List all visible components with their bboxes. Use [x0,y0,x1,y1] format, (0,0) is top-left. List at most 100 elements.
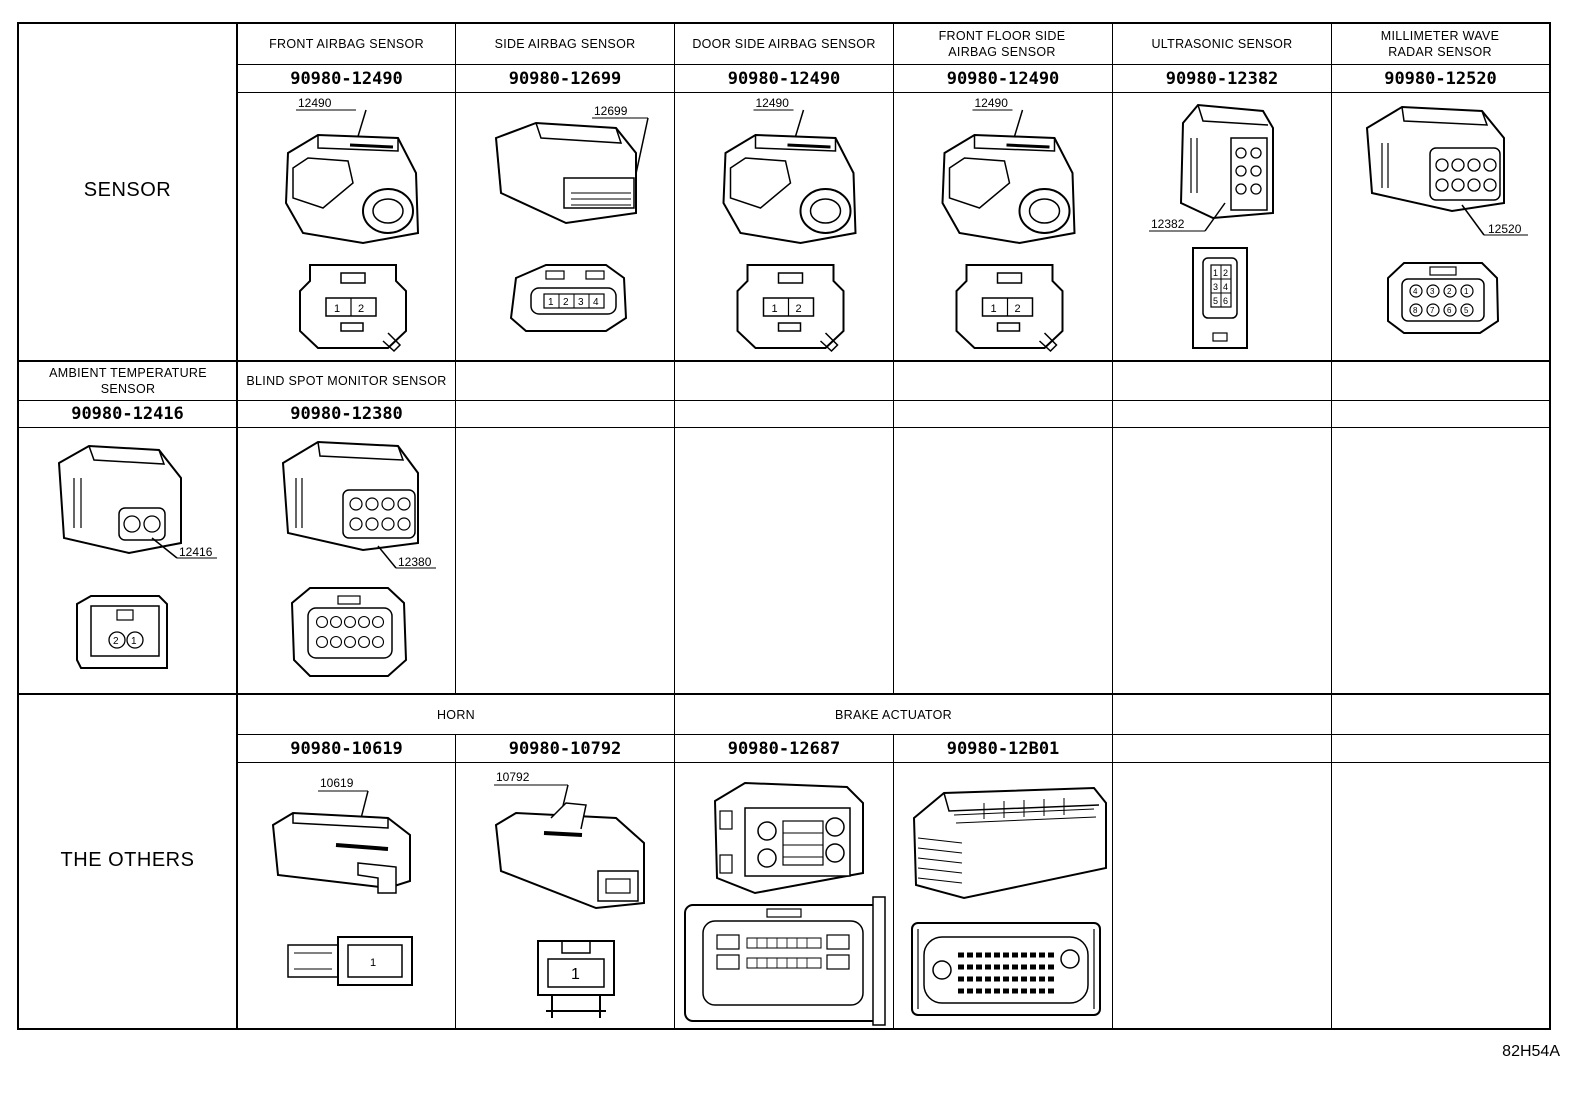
pin-label: 1 [370,957,376,969]
pin-label: 1 [131,636,137,647]
connector-drawing-side-airbag: 12699 1 2 3 4 [456,93,674,360]
part-number: 90980-12699 [508,68,622,89]
connector-multipin-svg [684,781,886,1026]
sensor-label-blind-spot-monitor: BLIND SPOT MONITOR SENSOR [246,374,447,388]
sensor-label-side-airbag: SIDE AIRBAG SENSOR [494,37,636,51]
row-divider [236,64,1551,65]
part-number: 90980-12490 [290,68,403,89]
callout-label: 12699 [594,104,628,118]
sensor-label-door-side-airbag: DOOR SIDE AIRBAG SENSOR [692,37,876,51]
pin-label: 2 [358,303,364,315]
pin-label: 2 [113,636,119,647]
connector-2pin-round-svg: 12416 2 1 [57,444,217,669]
pin-label: 1 [1464,287,1469,296]
col-divider [893,22,894,694]
part-number: 90980-10619 [290,738,403,759]
connector-drawing-ultrasonic: 12382 1 2 3 4 5 6 [1113,93,1331,360]
col-divider [1112,22,1113,1030]
connector-12pin-svg: 12380 [281,440,436,677]
part-number: 90980-12490 [946,68,1060,89]
connector-drawing-brake-actuator-12B01 [894,763,1112,1028]
col-divider [455,734,456,1030]
pin-label: 1 [772,303,778,315]
group-label-sensor: SENSOR [83,178,172,201]
connector-6pin-svg: 12382 1 2 3 4 5 6 [1149,103,1274,349]
pin-label: 2 [1223,268,1228,278]
part-number: 90980-12B01 [946,738,1060,759]
connector-4pin-svg: 12699 1 2 3 4 [494,104,649,332]
callout-label: 10792 [496,770,530,784]
pin-label: 1 [334,303,340,315]
pin-label: 2 [563,297,569,308]
part-number: 90980-12520 [1384,68,1497,89]
pin-label: 3 [1430,287,1435,296]
pin-label: 4 [1413,287,1418,296]
pin-label: 6 [1223,296,1228,306]
others-label-horn: HORN [436,707,475,722]
pin-label: 8 [1413,306,1418,315]
group-label-others: THE OTHERS [60,848,195,871]
pin-label: 4 [1223,282,1228,292]
row-divider [236,92,1551,93]
row-divider [17,427,1551,428]
frame-right [1549,22,1551,1030]
pin-label: 5 [1464,306,1469,315]
connector-drawing-brake-actuator-12687 [675,763,893,1028]
callout-label: 12380 [398,555,432,569]
connector-multipin-svg [911,786,1107,1016]
connector-1pin-svg: 10792 1 [494,770,645,1018]
pin-label: 6 [1447,306,1452,315]
connector-drawing-front-floor-side-airbag: 12490 1 2 [894,93,1112,360]
pin-label: 1 [571,966,580,983]
pin-label: 4 [593,297,599,308]
pin-label: 1 [991,303,997,315]
callout-label: 12490 [975,96,1009,110]
row-divider [17,693,1551,695]
pin-label: 2 [796,303,802,315]
part-number: 90980-12490 [727,68,841,89]
pin-label: 7 [1430,306,1435,315]
row-divider [236,762,1551,763]
connector-2pin-svg: 12490 1 2 [722,96,857,353]
connector-1pin-svg: 10619 1 [271,776,413,986]
pin-label: 3 [578,297,584,308]
callout-label: 12382 [1151,217,1185,231]
col-divider [1331,22,1332,1030]
figure-id: 82H54A [1502,1043,1560,1060]
sensor-label-ultrasonic: ULTRASONIC SENSOR [1151,37,1293,51]
part-number: 90980-12416 [71,404,184,424]
sensor-label-front-floor-side-airbag: FRONT FLOOR SIDE AIRBAG SENSOR [938,29,1066,59]
callout-label: 12416 [179,545,213,559]
pin-label: 2 [1015,303,1021,315]
part-number: 90980-10792 [508,738,622,759]
sensor-label-ambient-temperature: AMBIENT TEMPERATURE SENSOR [49,366,207,396]
pin-label: 5 [1213,296,1218,306]
sensor-label-millimeter-wave-radar: MILLIMETER WAVE RADAR SENSOR [1380,29,1500,59]
connector-drawing-horn-10792: 10792 1 [456,763,674,1028]
connector-drawing-millimeter-wave-radar: 12520 4 3 2 1 8 7 6 5 [1332,93,1549,360]
pin-label: 2 [1447,287,1452,296]
pin-label: 3 [1213,282,1218,292]
connector-drawing-horn-10619: 10619 1 [238,763,455,1028]
col-divider [455,361,456,694]
pin-label: 1 [548,297,554,308]
connector-2pin-svg: 12490 1 2 [941,96,1076,353]
sensor-label-front-airbag: FRONT AIRBAG SENSOR [269,37,424,51]
callout-label: 12490 [298,96,332,110]
col-divider [455,22,456,361]
callout-label: 10619 [320,776,354,790]
callout-label: 12520 [1488,222,1522,236]
col-divider [236,22,238,1030]
pin-label: 1 [1213,268,1218,278]
connector-drawing-front-airbag: 12490 1 2 [238,93,455,360]
col-divider [893,734,894,1030]
frame-top [17,22,1551,24]
part-number: 90980-12380 [290,404,403,424]
part-number: 90980-12687 [727,738,841,759]
others-label-brake-actuator: BRAKE ACTUATOR [835,707,952,722]
row-divider [236,734,1551,735]
connector-drawing-blind-spot-monitor: 12380 [238,428,455,693]
frame-bottom [17,1028,1551,1030]
connector-2pin-svg: 12490 1 2 [284,96,420,353]
connector-drawing-ambient-temperature: 12416 2 1 [19,428,236,693]
